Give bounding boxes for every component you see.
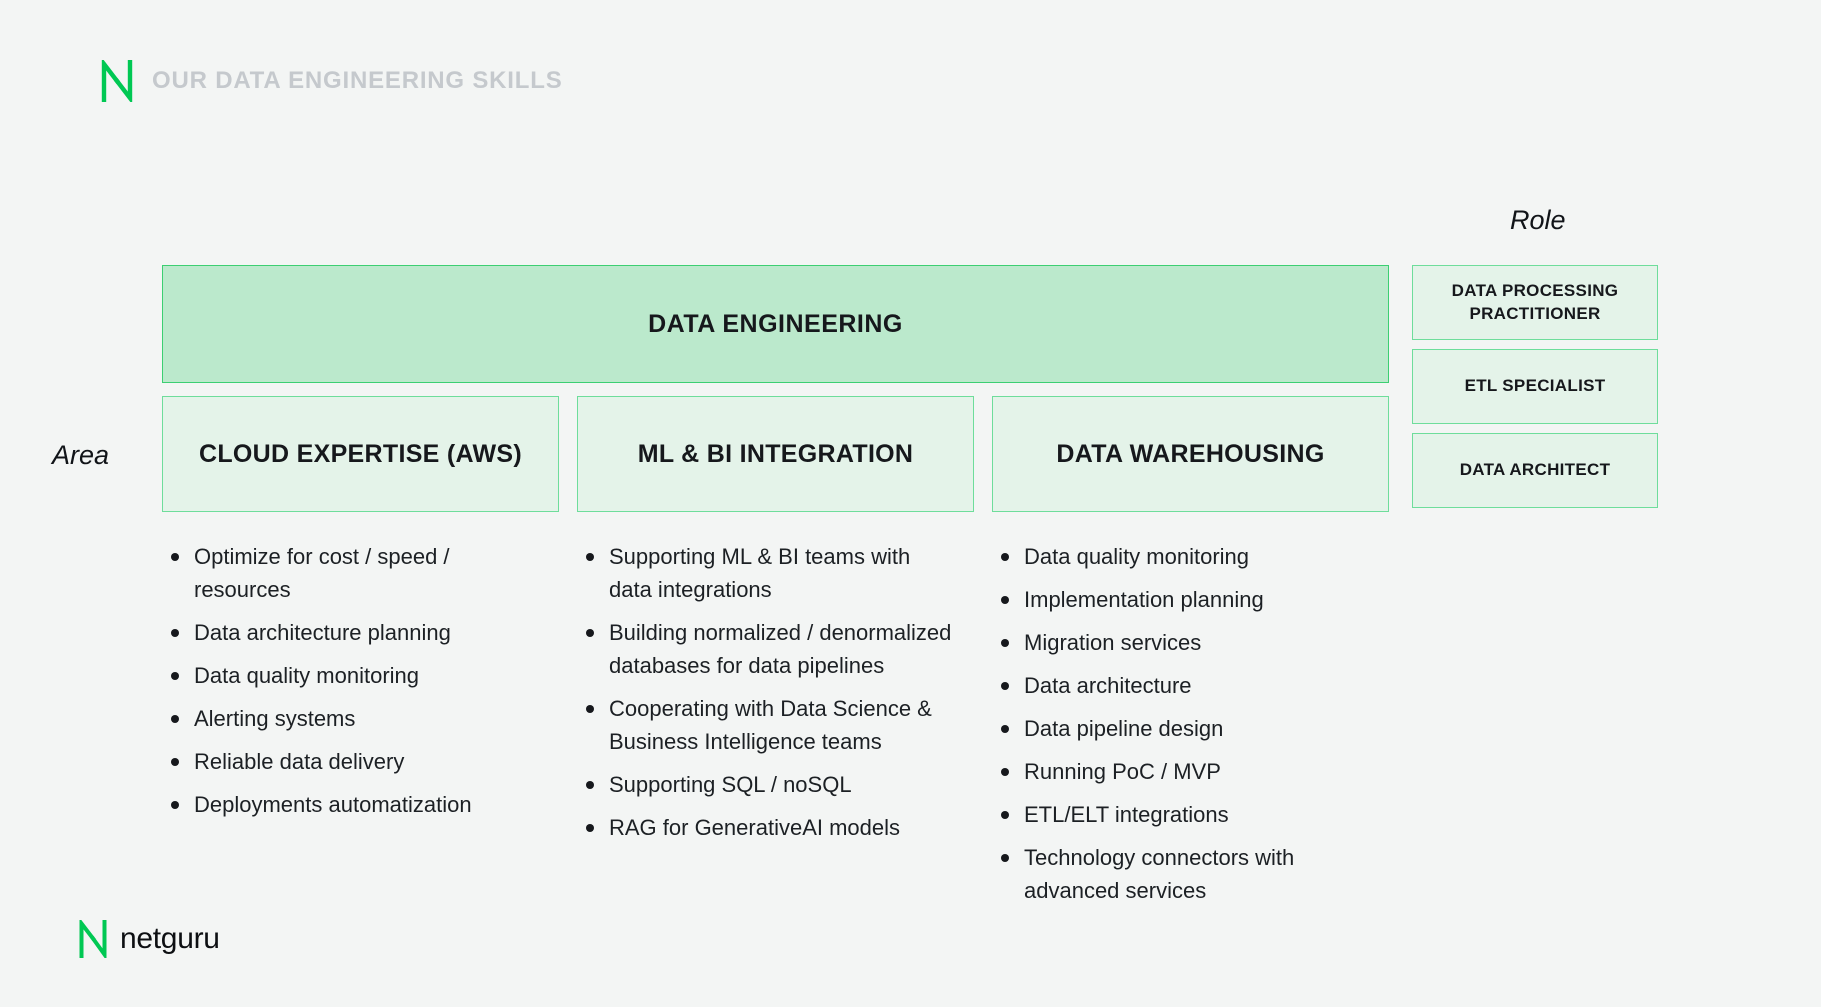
list-item: Cooperating with Data Science & Business… [577,692,956,758]
page-title: OUR DATA ENGINEERING SKILLS [152,67,563,94]
list-item: Building normalized / denormalized datab… [577,616,956,682]
netguru-n-logo-icon [78,920,108,958]
bullet-list: Optimize for cost / speed / resources Da… [162,540,541,821]
bullet-list: Supporting ML & BI teams with data integ… [577,540,956,844]
footer-brand: netguru [78,920,220,958]
area-box-label: ML & BI INTEGRATION [637,439,914,468]
list-item: Data architecture planning [162,616,541,649]
data-engineering-banner: DATA ENGINEERING [162,265,1389,383]
list-item: Data quality monitoring [992,540,1371,573]
footer-wordmark: netguru [120,922,220,955]
role-box-label: DATA PROCESSING PRACTITIONER [1451,280,1619,323]
bullet-column-data-warehousing: Data quality monitoring Implementation p… [992,540,1389,917]
role-axis-label: Role [1510,205,1566,235]
role-box-data-processing-practitioner: DATA PROCESSING PRACTITIONER [1412,265,1658,340]
role-boxes-stack: DATA PROCESSING PRACTITIONER ETL SPECIAL… [1412,265,1658,508]
list-item: Migration services [992,626,1371,659]
area-box-label: CLOUD EXPERTISE (AWS) [199,439,522,468]
list-item: Implementation planning [992,583,1371,616]
role-box-label: DATA ARCHITECT [1459,460,1611,480]
list-item: RAG for GenerativeAI models [577,811,956,844]
role-box-data-architect: DATA ARCHITECT [1412,433,1658,508]
area-boxes-row: CLOUD EXPERTISE (AWS) ML & BI INTEGRATIO… [162,396,1389,512]
role-box-etl-specialist: ETL SPECIALIST [1412,349,1658,424]
list-item: Supporting SQL / noSQL [577,768,956,801]
role-box-label: ETL SPECIALIST [1464,376,1606,396]
list-item: Optimize for cost / speed / resources [162,540,541,606]
list-item: Data quality monitoring [162,659,541,692]
area-bullet-columns: Optimize for cost / speed / resources Da… [162,540,1389,917]
list-item: Running PoC / MVP [992,755,1371,788]
netguru-n-logo-icon [100,60,134,102]
bullet-column-cloud-expertise: Optimize for cost / speed / resources Da… [162,540,559,917]
bullet-list: Data quality monitoring Implementation p… [992,540,1371,907]
area-box-cloud-expertise: CLOUD EXPERTISE (AWS) [162,396,559,512]
banner-label: DATA ENGINEERING [648,309,903,338]
area-box-ml-bi-integration: ML & BI INTEGRATION [577,396,974,512]
list-item: Data architecture [992,669,1371,702]
list-item: Reliable data delivery [162,745,541,778]
header: OUR DATA ENGINEERING SKILLS [100,60,563,102]
list-item: Supporting ML & BI teams with data integ… [577,540,956,606]
bullet-column-ml-bi-integration: Supporting ML & BI teams with data integ… [577,540,974,917]
list-item: Deployments automatization [162,788,541,821]
area-box-label: DATA WAREHOUSING [1056,439,1325,468]
list-item: Alerting systems [162,702,541,735]
area-box-data-warehousing: DATA WAREHOUSING [992,396,1389,512]
list-item: Data pipeline design [992,712,1371,745]
list-item: Technology connectors with advanced serv… [992,841,1371,907]
list-item: ETL/ELT integrations [992,798,1371,831]
area-axis-label: Area [52,440,110,470]
